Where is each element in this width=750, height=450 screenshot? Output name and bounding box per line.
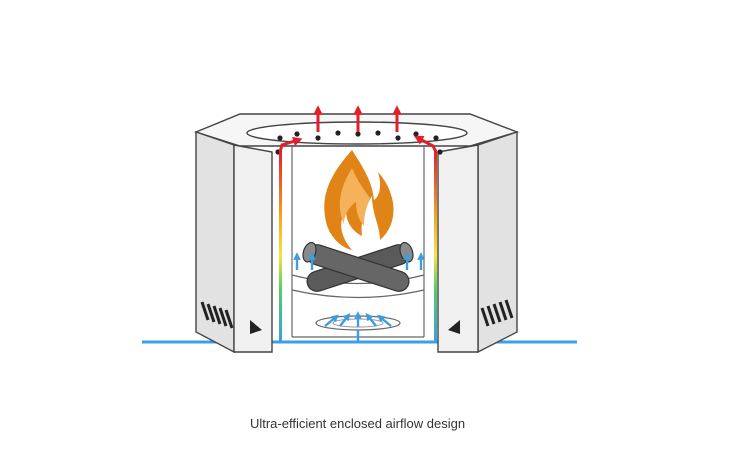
diagram-caption: Ultra-efficient enclosed airflow design xyxy=(249,416,466,431)
right-vent-slots xyxy=(480,299,514,327)
air-intake-arrow-icon xyxy=(377,314,392,327)
left-vent-slots xyxy=(200,301,234,329)
right-outer-panel xyxy=(437,131,518,354)
right-corner-marker xyxy=(448,320,460,334)
hot-air-arrows xyxy=(278,105,438,153)
left-corner-marker xyxy=(250,320,262,334)
air-intake-arrow-icon xyxy=(365,313,377,327)
air-intake-arrow-icon xyxy=(324,314,339,327)
up-arrow-icon xyxy=(278,136,303,153)
right-airflow-channel xyxy=(434,150,437,342)
air-intake-arrow-icon xyxy=(339,313,351,327)
left-airflow-channel xyxy=(279,150,282,342)
left-outer-panel xyxy=(195,131,273,354)
crossed-logs-icon xyxy=(302,241,414,292)
up-arrow-icon xyxy=(413,135,438,153)
flame-icon xyxy=(324,150,394,250)
rim-air-holes xyxy=(275,130,443,155)
cool-air-arrows xyxy=(293,252,425,327)
